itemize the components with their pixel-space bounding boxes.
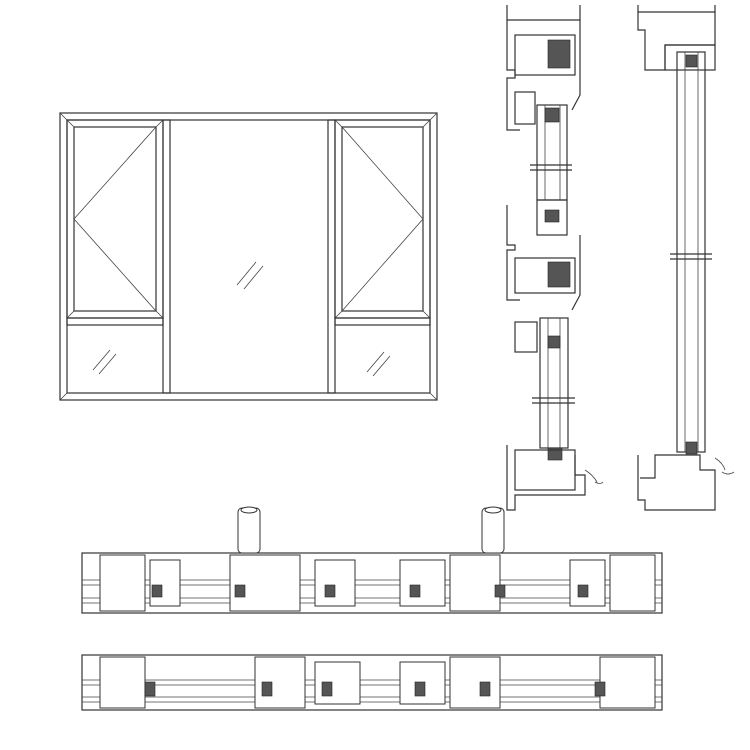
transom-left <box>66 317 164 326</box>
opening-direction-marker <box>73 126 157 312</box>
handle-icon <box>481 507 505 554</box>
left-casement-sash <box>66 119 164 375</box>
horizontal-section-bottom <box>81 654 663 711</box>
horizontal-section-top <box>81 506 663 614</box>
hinge-hardware <box>547 261 571 288</box>
center-fixed-pane <box>236 261 264 290</box>
mullion-right <box>327 119 336 394</box>
right-casement-sash <box>334 119 431 377</box>
vertical-section-opening <box>506 5 604 511</box>
transom-right <box>334 317 431 326</box>
opening-direction-marker <box>341 126 424 312</box>
hinge-hardware <box>547 39 571 69</box>
front-elevation <box>59 112 438 401</box>
vertical-section-fixed <box>637 5 735 511</box>
mullion-left <box>162 119 171 394</box>
inner-frame <box>66 119 431 394</box>
outer-frame <box>59 112 438 401</box>
handle-icon <box>237 507 261 554</box>
